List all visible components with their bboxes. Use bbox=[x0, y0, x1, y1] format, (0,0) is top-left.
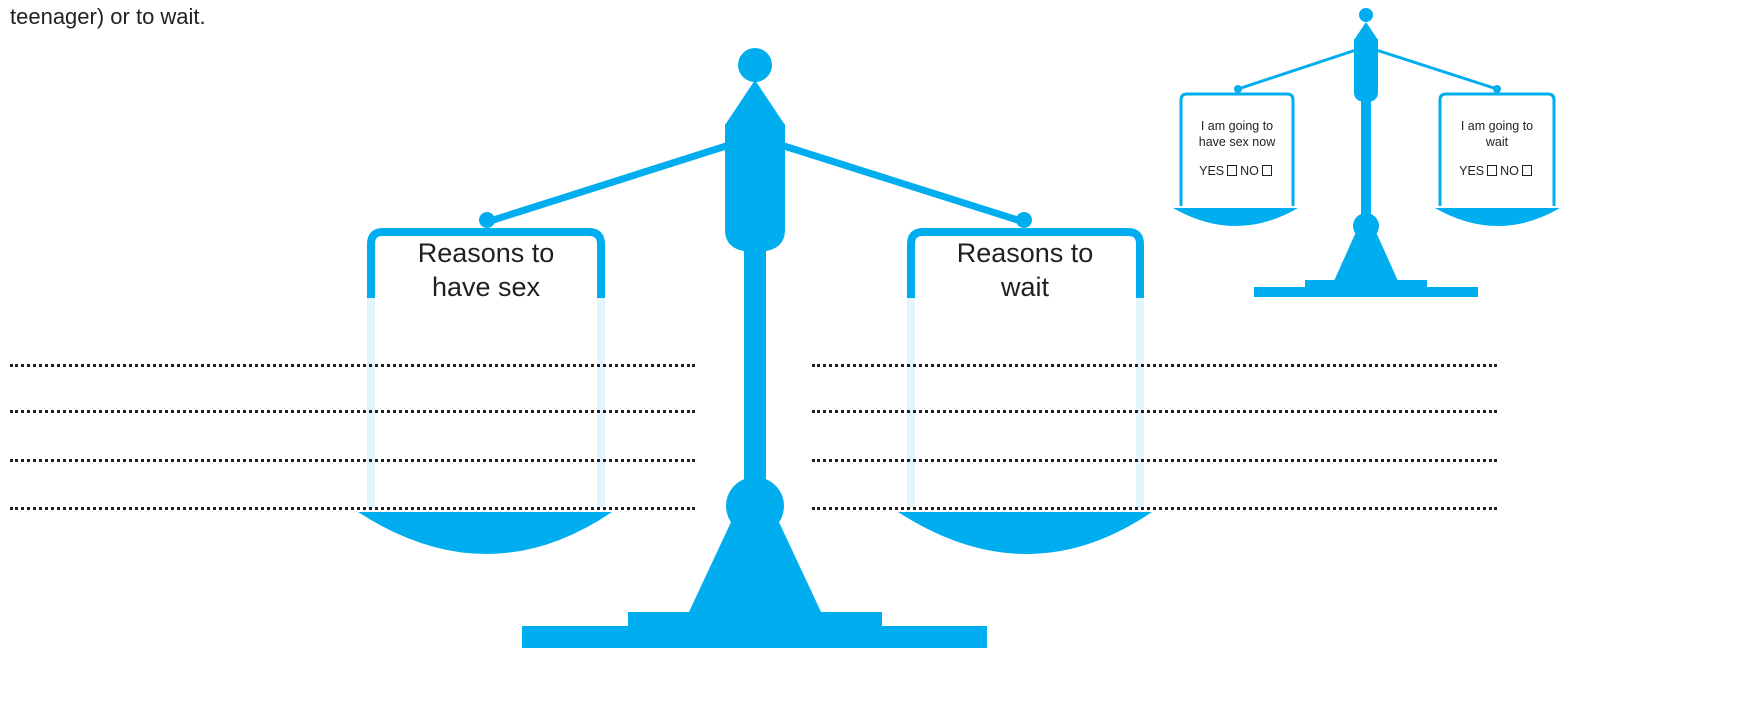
big-scale-column bbox=[744, 245, 766, 485]
big-scale-right-pan-side-l bbox=[907, 298, 915, 508]
mini-scale-top-knob bbox=[1359, 8, 1373, 22]
mini-scale-right-pan-bowl bbox=[1435, 208, 1560, 226]
mini-scale bbox=[1173, 8, 1560, 297]
mini-scale-beam-left bbox=[1237, 46, 1363, 91]
big-scale-left-pan-side-r bbox=[597, 298, 605, 508]
big-scale-beam-right bbox=[763, 136, 1026, 226]
right-answer-line-3[interactable] bbox=[812, 459, 1497, 462]
mini-scale-column bbox=[1361, 98, 1371, 220]
mini-scale-right-hook bbox=[1493, 85, 1501, 93]
big-scale-pivot-housing bbox=[725, 124, 785, 252]
left-answer-line-4[interactable] bbox=[10, 507, 695, 510]
mini-right-label-text: I am going to wait bbox=[1460, 119, 1534, 149]
mini-scale-head bbox=[1354, 22, 1378, 40]
mini-right-yes-label: YES bbox=[1459, 164, 1485, 178]
mini-scale-plinth-top bbox=[1305, 280, 1427, 289]
big-scale-left-pan-frame bbox=[367, 228, 605, 298]
left-answer-line-2[interactable] bbox=[10, 410, 695, 413]
right-pan-label-text: Reasons to wait bbox=[956, 238, 1094, 302]
mini-scale-pivot-housing bbox=[1354, 39, 1378, 102]
big-scale-left-pan-bowl bbox=[358, 512, 612, 554]
mini-scale-right-pan-frame bbox=[1438, 92, 1556, 206]
mini-left-choice: YES NO bbox=[1183, 164, 1291, 178]
mini-right-choice: YES NO bbox=[1443, 164, 1551, 178]
intro-text: teenager) or to wait. bbox=[10, 4, 206, 29]
left-answer-line-1[interactable] bbox=[10, 364, 695, 367]
mini-left-no-checkbox[interactable] bbox=[1261, 165, 1272, 176]
mini-left-label-text: I am going to have sex now bbox=[1198, 119, 1276, 149]
mini-scale-left-pan-bowl bbox=[1173, 208, 1298, 226]
mini-left-label: I am going to have sex now bbox=[1183, 118, 1291, 150]
left-pan-label-text: Reasons to have sex bbox=[417, 238, 555, 302]
left-pan-label: Reasons to have sex bbox=[381, 236, 591, 304]
big-scale bbox=[358, 48, 1152, 648]
mini-scale-plinth-bottom bbox=[1254, 287, 1478, 297]
mini-left-yes-checkbox[interactable] bbox=[1227, 165, 1238, 176]
mini-right-no-checkbox[interactable] bbox=[1521, 165, 1532, 176]
mini-left-no-label: NO bbox=[1240, 164, 1259, 178]
right-pan-label: Reasons to wait bbox=[920, 236, 1130, 304]
big-scale-left-hook bbox=[479, 212, 495, 228]
big-scale-top-knob bbox=[738, 48, 772, 82]
mini-scale-left-hook bbox=[1234, 85, 1242, 93]
mini-left-yes-label: YES bbox=[1199, 164, 1225, 178]
mini-scale-beam-right bbox=[1369, 46, 1498, 91]
mini-right-yes-checkbox[interactable] bbox=[1487, 165, 1498, 176]
big-scale-right-hook bbox=[1016, 212, 1032, 228]
big-scale-right-pan-frame bbox=[907, 228, 1144, 298]
big-scale-right-pan-bowl bbox=[898, 512, 1152, 554]
big-scale-plinth-top bbox=[628, 612, 882, 628]
big-scale-plinth-bottom bbox=[522, 626, 987, 648]
mini-scale-base-pyramid bbox=[1334, 232, 1398, 281]
big-scale-head bbox=[725, 80, 785, 125]
big-scale-beam-left bbox=[485, 136, 747, 226]
mini-right-no-label: NO bbox=[1500, 164, 1519, 178]
big-scale-right-pan-side-r bbox=[1136, 298, 1144, 508]
big-scale-left-pan-side-l bbox=[367, 298, 375, 508]
mini-right-label: I am going to wait bbox=[1443, 118, 1551, 150]
right-answer-line-4[interactable] bbox=[812, 507, 1497, 510]
right-answer-line-1[interactable] bbox=[812, 364, 1497, 367]
mini-scale-left-pan-frame bbox=[1179, 92, 1295, 206]
right-answer-line-2[interactable] bbox=[812, 410, 1497, 413]
left-answer-line-3[interactable] bbox=[10, 459, 695, 462]
big-scale-base-pyramid bbox=[688, 520, 822, 614]
